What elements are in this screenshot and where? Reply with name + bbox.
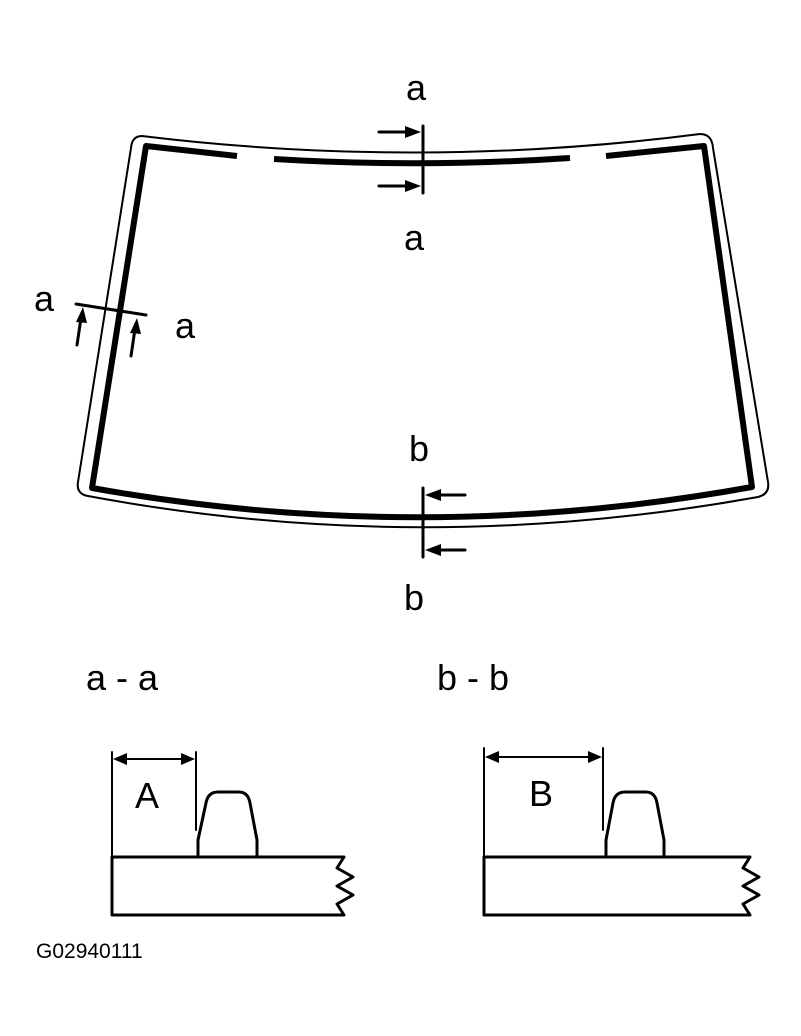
adhesive-bead: [89, 143, 755, 521]
arrowhead-left-1: [76, 307, 87, 323]
label-b-bottom-lower: b: [404, 577, 424, 618]
dimension-B-label: B: [529, 773, 553, 814]
arrowhead-top-lower: [405, 180, 421, 192]
windshield-outer-edge: [76, 133, 770, 529]
arrowhead-top-upper: [405, 126, 421, 138]
glass-section-a: [110, 855, 355, 917]
label-a-top-upper: a: [406, 67, 427, 108]
arrow-left-2: [129, 327, 137, 358]
dimension-A-label: A: [135, 775, 159, 816]
label-b-bottom-upper: b: [409, 428, 429, 469]
arrowhead-left-2: [130, 318, 141, 334]
section-line-left: [74, 302, 148, 317]
label-a-left-inner: a: [175, 305, 196, 346]
arrowhead-bottom-lower: [425, 544, 441, 556]
section-detail-a: A: [110, 751, 355, 917]
section-title-b: b - b: [437, 657, 509, 698]
label-a-left-outer: a: [34, 278, 55, 319]
section-title-a: a - a: [86, 657, 159, 698]
arrow-left-1: [75, 316, 83, 347]
glass-section-b: [482, 855, 761, 917]
arrowhead-bottom-upper: [425, 489, 441, 501]
figure-code: G02940111: [36, 940, 143, 963]
adhesive-bead-top-center: [273, 155, 571, 167]
adhesive-bead-profile-a: [196, 790, 259, 859]
section-detail-b: B: [482, 747, 761, 917]
adhesive-bead-profile-b: [604, 790, 666, 859]
label-a-top-lower: a: [404, 217, 425, 258]
